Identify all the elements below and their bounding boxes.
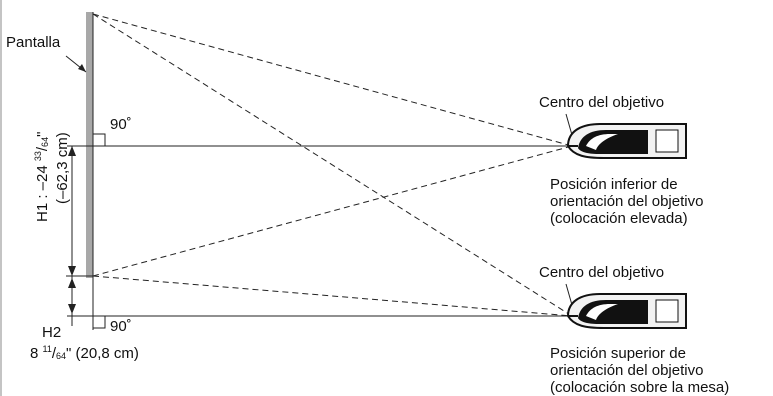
lens-center-top-label: Centro del objetivo bbox=[539, 94, 665, 111]
ray-bottom-to-upper bbox=[92, 145, 573, 277]
position-low-block: Posición inferior de orientación del obj… bbox=[550, 176, 703, 227]
h2-whole: 8 bbox=[30, 345, 43, 362]
position-high-line-1: Posición superior de bbox=[550, 345, 686, 362]
angle-bottom-label: 90˚ bbox=[110, 318, 132, 335]
h1-metric: (–62,3 cm) bbox=[54, 132, 71, 204]
position-high-block: Posición superior de orientación del obj… bbox=[550, 345, 729, 396]
h1-suffix: " bbox=[34, 131, 51, 137]
h2-frac-den: 64 bbox=[56, 351, 67, 361]
projector-lower bbox=[566, 293, 687, 329]
right-angle-top bbox=[93, 133, 106, 146]
screen bbox=[86, 12, 93, 278]
projection-rays bbox=[92, 13, 573, 317]
position-high-line-2: orientación del objetivo bbox=[550, 362, 704, 379]
ray-top-to-lower bbox=[92, 13, 573, 317]
lens-center-bottom-label: Centro del objetivo bbox=[539, 264, 665, 281]
h1-arrow-top bbox=[68, 146, 76, 156]
ray-bottom-to-lower bbox=[92, 275, 573, 317]
position-low-line-1: Posición inferior de bbox=[550, 176, 678, 193]
h1-imperial: H1 : –24 33/64" bbox=[30, 62, 54, 222]
h2-frac-sep: / bbox=[51, 345, 57, 362]
h2-suffix: " (20,8 cm) bbox=[66, 345, 139, 362]
angle-top-label: 90˚ bbox=[110, 116, 132, 133]
screen-label: Pantalla bbox=[6, 34, 61, 51]
h2-arrow-top bbox=[68, 278, 76, 288]
h1-prefix: H1 : –24 bbox=[34, 161, 51, 222]
h2-arrow-bottom bbox=[68, 304, 76, 314]
position-low-line-3: (colocación elevada) bbox=[550, 210, 688, 227]
position-high-line-3: (colocación sobre la mesa) bbox=[550, 379, 730, 396]
h1-label: H1 : –24 33/64" (–62,3 cm) bbox=[30, 62, 71, 222]
h1-frac-den: 64 bbox=[40, 136, 50, 147]
h1-arrow-bottom bbox=[68, 266, 76, 276]
h2-label: H2 bbox=[42, 324, 62, 341]
ray-top-to-upper bbox=[92, 13, 573, 147]
h1-frac-sep: / bbox=[34, 146, 51, 152]
right-angle-bottom bbox=[93, 316, 106, 329]
position-low-line-2: orientación del objetivo bbox=[550, 193, 704, 210]
h2-value: 8 11/64" (20,8 cm) bbox=[30, 341, 139, 365]
h1-frac-num: 33 bbox=[33, 151, 43, 162]
screen-pointer-arrowhead bbox=[78, 64, 86, 72]
projector-upper bbox=[566, 123, 687, 159]
h2-frac-num: 11 bbox=[42, 344, 52, 354]
